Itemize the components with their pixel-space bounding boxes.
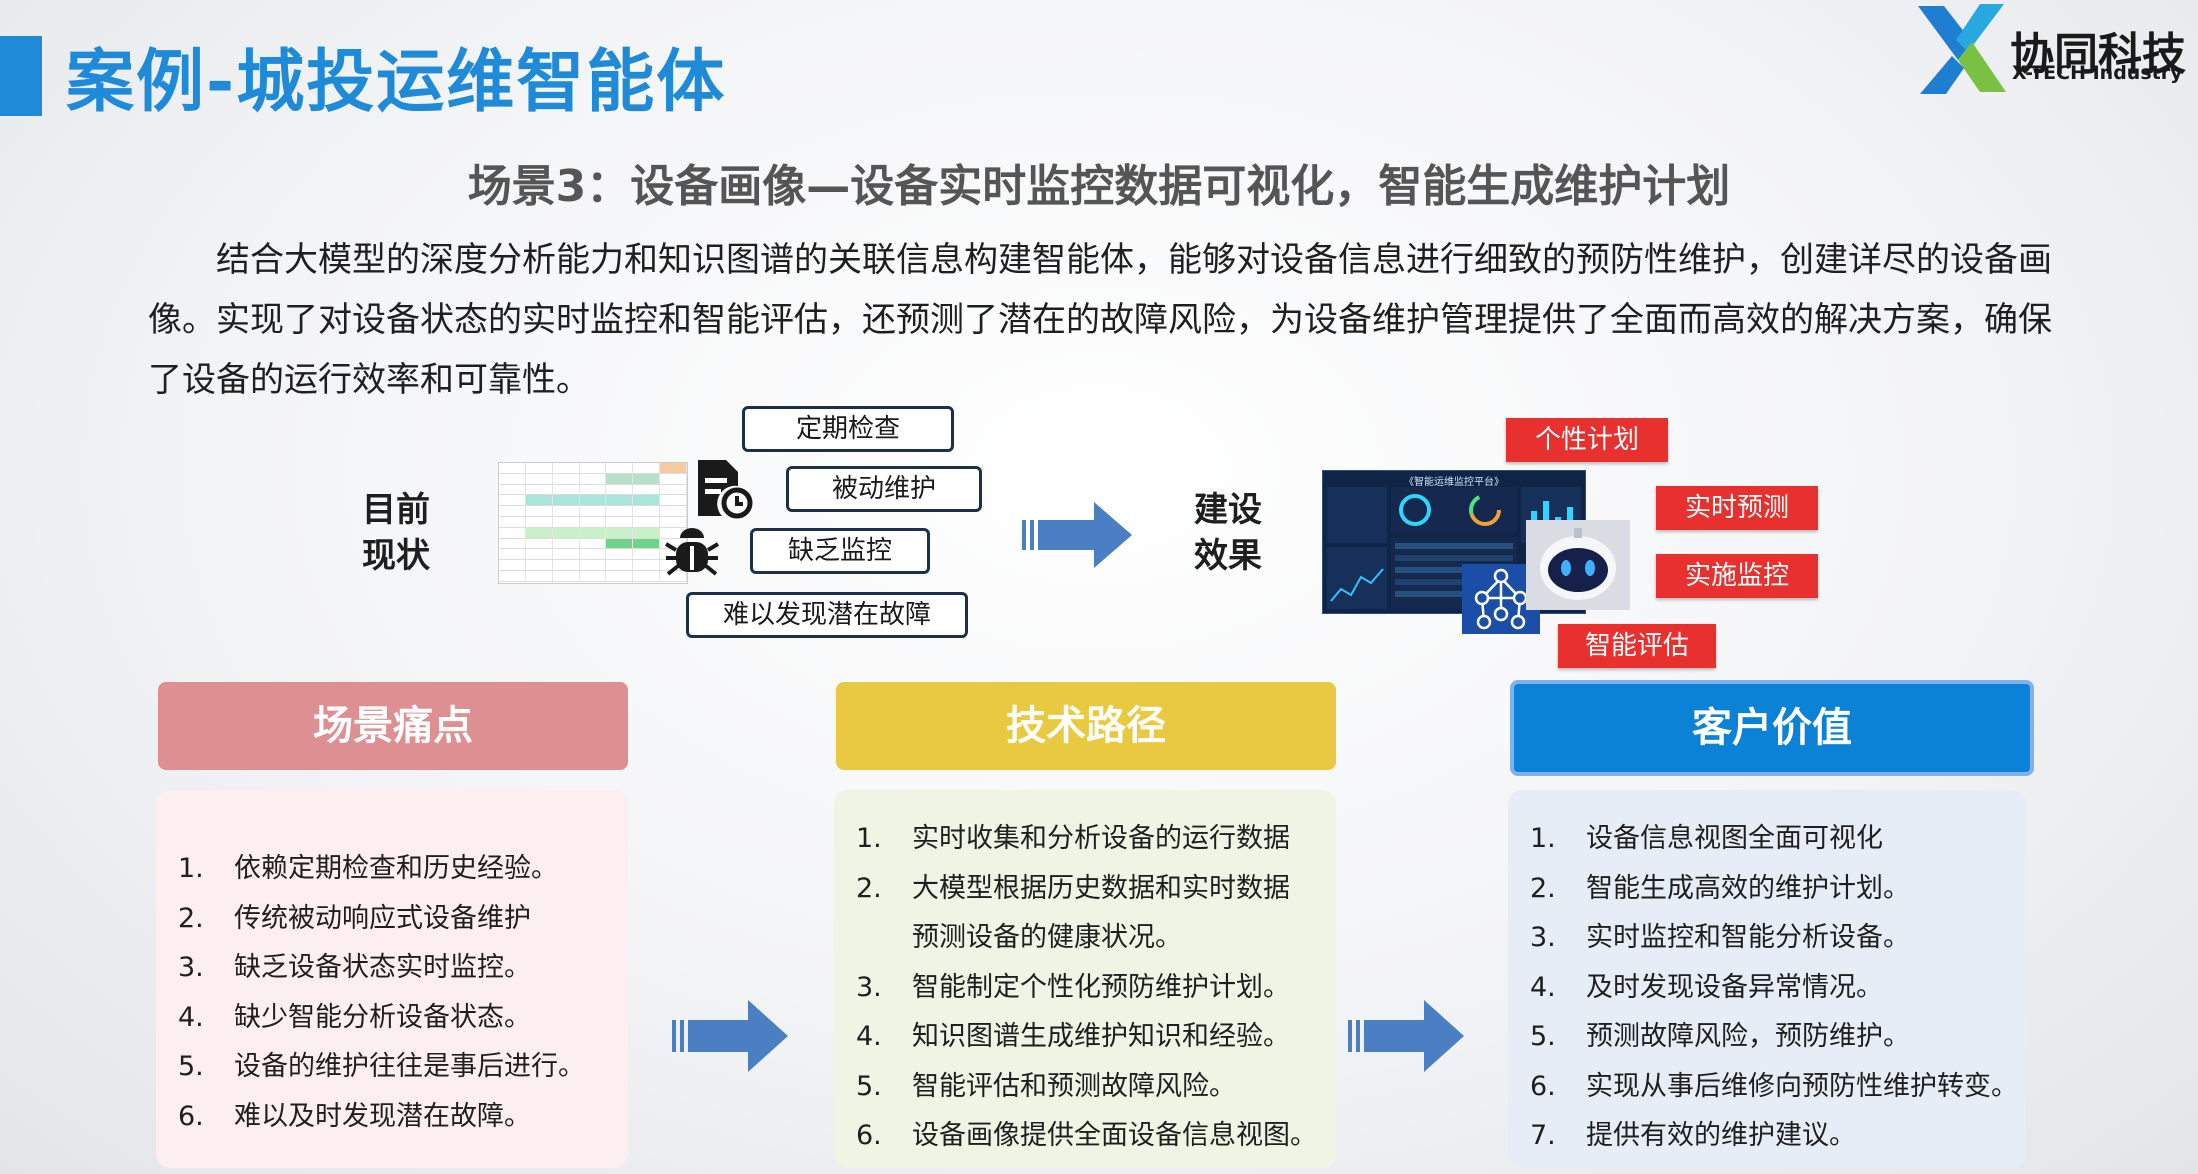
item-number: 5.: [1530, 1021, 1556, 1052]
effect-label-line1: 建设: [1194, 490, 1262, 530]
item-text: 依赖定期检查和历史经验。: [234, 853, 558, 884]
item-text: 实现从事后维修向预防性维护转变。: [1586, 1070, 2018, 1102]
item-number: 1.: [856, 823, 882, 854]
pain-points-header: 场景痛点: [158, 682, 628, 770]
item-number: 1.: [178, 853, 204, 884]
bug-icon: [664, 528, 720, 576]
item-number: 4.: [1530, 971, 1556, 1003]
item-number: 4.: [856, 1021, 882, 1052]
tech-path-list: 1. 实时收集和分析设备的运行数据 2. 大模型根据历史数据和实时数据 预测设备的健…: [834, 790, 1336, 1168]
tech-path-header: 技术路径: [836, 682, 1336, 770]
list-item: 4. 缺少智能分析设备状态。: [178, 993, 628, 1043]
item-number: 3.: [856, 971, 882, 1003]
list-item: 1. 设备信息视图全面可视化: [1530, 814, 2026, 864]
list-item: 7. 提供有效的维护建议。: [1530, 1111, 2026, 1161]
item-text: 智能生成高效的维护计划。: [1586, 872, 1910, 904]
list-item: 3. 缺乏设备状态实时监控。: [178, 943, 628, 993]
right-arrow-icon: [1022, 502, 1132, 568]
item-text: 传统被动响应式设备维护: [234, 902, 531, 934]
list-item: 3. 智能制定个性化预防维护计划。: [856, 963, 1336, 1013]
current-state-tag: 缺乏监控: [750, 528, 930, 574]
item-text: 预测设备的健康状况。: [912, 922, 1182, 953]
item-text: 智能评估和预测故障风险。: [912, 1070, 1236, 1102]
list-item: 4. 知识图谱生成维护知识和经验。: [856, 1012, 1336, 1062]
list-item: 2. 大模型根据历史数据和实时数据: [856, 864, 1336, 914]
list-item: 2. 智能生成高效的维护计划。: [1530, 864, 2026, 914]
list-item: 6. 实现从事后维修向预防性维护转变。: [1530, 1062, 2026, 1112]
item-text: 缺乏设备状态实时监控。: [234, 952, 531, 983]
item-number: 5.: [856, 1070, 882, 1102]
list-item: 1. 依赖定期检查和历史经验。: [178, 844, 628, 894]
effect-tag: 个性计划: [1506, 418, 1668, 462]
list-item: 3. 实时监控和智能分析设备。: [1530, 913, 2026, 963]
list-item: 5. 智能评估和预测故障风险。: [856, 1062, 1336, 1112]
item-text: 提供有效的维护建议。: [1586, 1120, 1856, 1151]
current-state-tag: 被动维护: [786, 466, 982, 512]
list-item: 5. 设备的维护往往是事后进行。: [178, 1042, 628, 1092]
item-text: 设备画像提供全面设备信息视图。: [912, 1120, 1317, 1151]
inspection-table-thumbnail: [498, 462, 688, 584]
item-text: 知识图谱生成维护知识和经验。: [912, 1021, 1290, 1052]
item-text: 设备的维护往往是事后进行。: [234, 1051, 585, 1082]
scenario-subtitle: 场景3：设备画像—设备实时监控数据可视化，智能生成维护计划: [467, 161, 1731, 212]
ai-robot-icon: [1526, 520, 1630, 610]
list-item: 5. 预测故障风险，预防维护。: [1530, 1012, 2026, 1062]
current-state-tag: 定期检查: [742, 406, 954, 452]
item-text: 缺少智能分析设备状态。: [234, 1001, 531, 1033]
effect-tag: 实施监控: [1656, 554, 1818, 598]
list-item: 6. 设备画像提供全面设备信息视图。: [856, 1111, 1336, 1161]
item-number: 5.: [178, 1051, 204, 1082]
item-text: 及时发现设备异常情况。: [1586, 971, 1883, 1003]
list-item: 6. 难以及时发现潜在故障。: [178, 1092, 628, 1142]
item-text: 实时收集和分析设备的运行数据: [912, 823, 1290, 854]
item-number: 2.: [178, 902, 204, 934]
item-text: 预测故障风险，预防维护。: [1586, 1021, 1910, 1052]
item-number: 2.: [856, 872, 882, 904]
title-accent-bar: [0, 36, 42, 116]
item-number: 1.: [1530, 823, 1556, 854]
item-number: 7.: [1530, 1120, 1556, 1151]
list-item: 2. 传统被动响应式设备维护: [178, 894, 628, 944]
logo-subtext: X-TECH Industry: [2012, 62, 2183, 84]
scenario-description: 结合大模型的深度分析能力和知识图谱的关联信息构建智能体，能够对设备信息进行细致的…: [148, 240, 2052, 400]
list-item-continuation: 预测设备的健康状况。: [856, 913, 1336, 963]
item-number: 4.: [178, 1001, 204, 1033]
current-state-label-line1: 目前: [362, 490, 430, 530]
item-number: 3.: [1530, 922, 1556, 953]
current-state-tag: 难以发现潜在故障: [686, 592, 968, 638]
item-number: 6.: [856, 1120, 882, 1151]
effect-tag: 实时预测: [1656, 486, 1818, 530]
logo-text: 协同科技: [2010, 29, 2186, 80]
item-text: 实时监控和智能分析设备。: [1586, 922, 1910, 953]
right-arrow-icon: [672, 1000, 788, 1072]
list-item: 4. 及时发现设备异常情况。: [1530, 963, 2026, 1013]
item-number: 3.: [178, 952, 204, 983]
customer-value-list: 1. 设备信息视图全面可视化 2. 智能生成高效的维护计划。 3. 实时监控和智能分析…: [1508, 790, 2026, 1168]
item-text: 难以及时发现潜在故障。: [234, 1100, 531, 1132]
item-text: 智能制定个性化预防维护计划。: [912, 971, 1290, 1003]
pain-points-list: 1. 依赖定期检查和历史经验。 2. 传统被动响应式设备维护 3. 缺乏设备状态实时监…: [156, 790, 628, 1168]
document-clock-icon: [698, 460, 753, 519]
item-text: 大模型根据历史数据和实时数据: [912, 872, 1290, 904]
item-text: 设备信息视图全面可视化: [1586, 823, 1883, 854]
current-state-label-line2: 现状: [362, 536, 430, 576]
item-number: 2.: [1530, 872, 1556, 904]
effect-label-line2: 效果: [1194, 536, 1262, 576]
company-logo: [1918, 4, 2006, 94]
dashboard-title: 《智能运维监控平台》: [1404, 477, 1504, 488]
list-item: 1. 实时收集和分析设备的运行数据: [856, 814, 1336, 864]
effect-tag: 智能评估: [1558, 624, 1716, 668]
monitoring-dashboard-thumbnail: 《智能运维监控平台》: [1322, 470, 1586, 614]
page-title: 案例-城投运维智能体: [66, 43, 727, 122]
customer-value-header: 客户价值: [1510, 680, 2034, 776]
item-number: 6.: [178, 1100, 204, 1132]
item-number: 6.: [1530, 1070, 1556, 1102]
right-arrow-icon: [1348, 1000, 1464, 1072]
